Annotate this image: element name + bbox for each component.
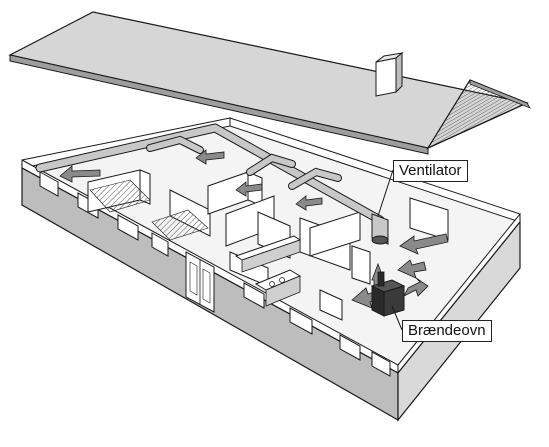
kitchen-counter	[234, 235, 302, 307]
tiled-room-1	[89, 179, 151, 213]
stove-leader	[391, 305, 403, 331]
airflow-arrows	[59, 149, 449, 309]
airflow-arrow-1	[59, 165, 101, 183]
tiled-room-2	[151, 209, 209, 241]
front-window-openings	[39, 171, 391, 377]
roof-front-edge	[9, 54, 429, 155]
chimney	[375, 51, 404, 97]
ventilator-label: Ventilator	[393, 160, 468, 182]
ventilator-leader	[377, 169, 394, 217]
airflow-arrow-4	[295, 195, 323, 211]
roof-gable-cap	[469, 79, 531, 109]
airflow-arrow-9	[403, 277, 429, 297]
airflow-arrow-5	[399, 233, 449, 255]
front-door	[185, 251, 215, 313]
airflow-arrow-2	[195, 149, 225, 165]
ventilator-unit	[371, 213, 389, 245]
stove-label: Brændeovn	[402, 320, 492, 342]
wood-stove	[370, 271, 406, 317]
duct-system	[35, 123, 389, 245]
airflow-arrow-3	[235, 181, 263, 197]
airflow-arrow-6	[397, 259, 427, 279]
roof	[8, 11, 531, 155]
